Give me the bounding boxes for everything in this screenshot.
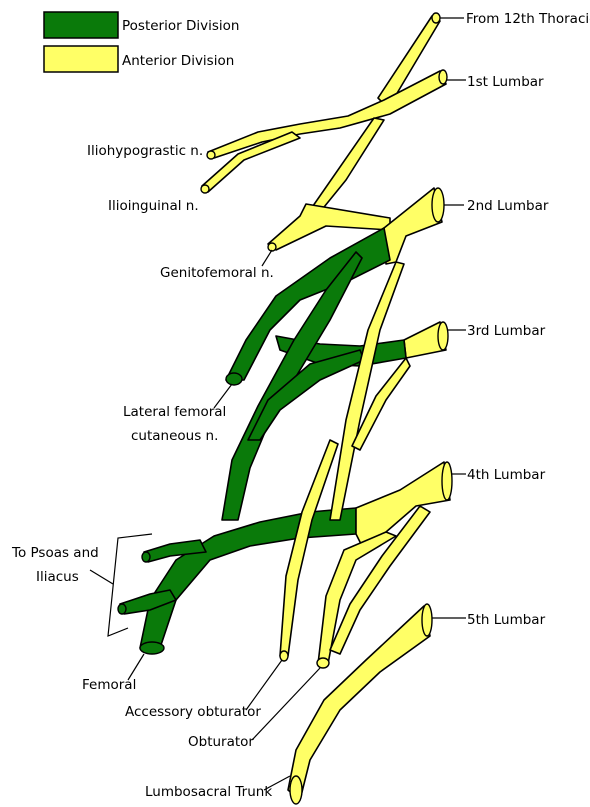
lumbosacral-label: Lumbosacral Trunk bbox=[145, 784, 272, 800]
femoral-label: Femoral bbox=[82, 677, 136, 693]
genitofemoral-end bbox=[268, 243, 276, 251]
lateral-femoral-label-1: Lateral femoral bbox=[123, 404, 226, 420]
psoas-lower-end bbox=[118, 604, 126, 614]
genitofemoral-label: Genitofemoral n. bbox=[160, 265, 274, 281]
l4-label: 4th Lumbar bbox=[467, 467, 546, 483]
psoas-label-1: To Psoas and bbox=[11, 545, 99, 561]
l5-root bbox=[288, 606, 430, 800]
l5-label: 5th Lumbar bbox=[467, 612, 546, 628]
l3-label: 3rd Lumbar bbox=[467, 323, 546, 339]
t12-label: From 12th Thoracic bbox=[466, 11, 590, 27]
t12-end bbox=[432, 13, 440, 23]
l1-label: 1st Lumbar bbox=[467, 74, 544, 90]
ilioinguinal-label: Ilioinguinal n. bbox=[108, 198, 199, 214]
ilioinguinal-end bbox=[201, 185, 209, 193]
psoas-upper-end bbox=[142, 552, 150, 562]
l1-end bbox=[439, 70, 447, 84]
l2-label: 2nd Lumbar bbox=[467, 198, 549, 214]
lateral-femoral-label-2: cutaneous n. bbox=[131, 428, 218, 444]
accessory-obturator-leader bbox=[246, 660, 282, 710]
obturator-label: Obturator bbox=[188, 734, 254, 750]
l3-end bbox=[438, 322, 448, 350]
accessory-obturator-label: Accessory obturator bbox=[125, 704, 261, 720]
l4-end bbox=[442, 462, 452, 500]
iliohypogastric-label: Iliohypograstic n. bbox=[87, 143, 203, 159]
l5-end bbox=[422, 604, 432, 636]
legend-posterior-swatch bbox=[44, 12, 118, 38]
obturator-end bbox=[317, 658, 329, 668]
psoas-leader bbox=[90, 570, 113, 584]
psoas-label-2: Iliacus bbox=[36, 569, 79, 585]
iliohypogastric-end bbox=[207, 151, 215, 159]
femoral-end bbox=[140, 642, 164, 654]
l1-to-genitofemoral bbox=[306, 118, 384, 216]
legend-posterior-label: Posterior Division bbox=[122, 18, 239, 34]
lateral-femoral-end bbox=[226, 373, 242, 385]
legend: Posterior Division Anterior Division bbox=[44, 12, 239, 72]
accessory-obturator-end bbox=[280, 651, 288, 661]
l1-root bbox=[208, 71, 446, 158]
legend-anterior-label: Anterior Division bbox=[122, 53, 234, 69]
lumbosacral-end bbox=[290, 776, 302, 804]
genitofemoral-leader bbox=[262, 250, 272, 266]
legend-anterior-swatch bbox=[44, 46, 118, 72]
l2-end bbox=[432, 188, 444, 222]
